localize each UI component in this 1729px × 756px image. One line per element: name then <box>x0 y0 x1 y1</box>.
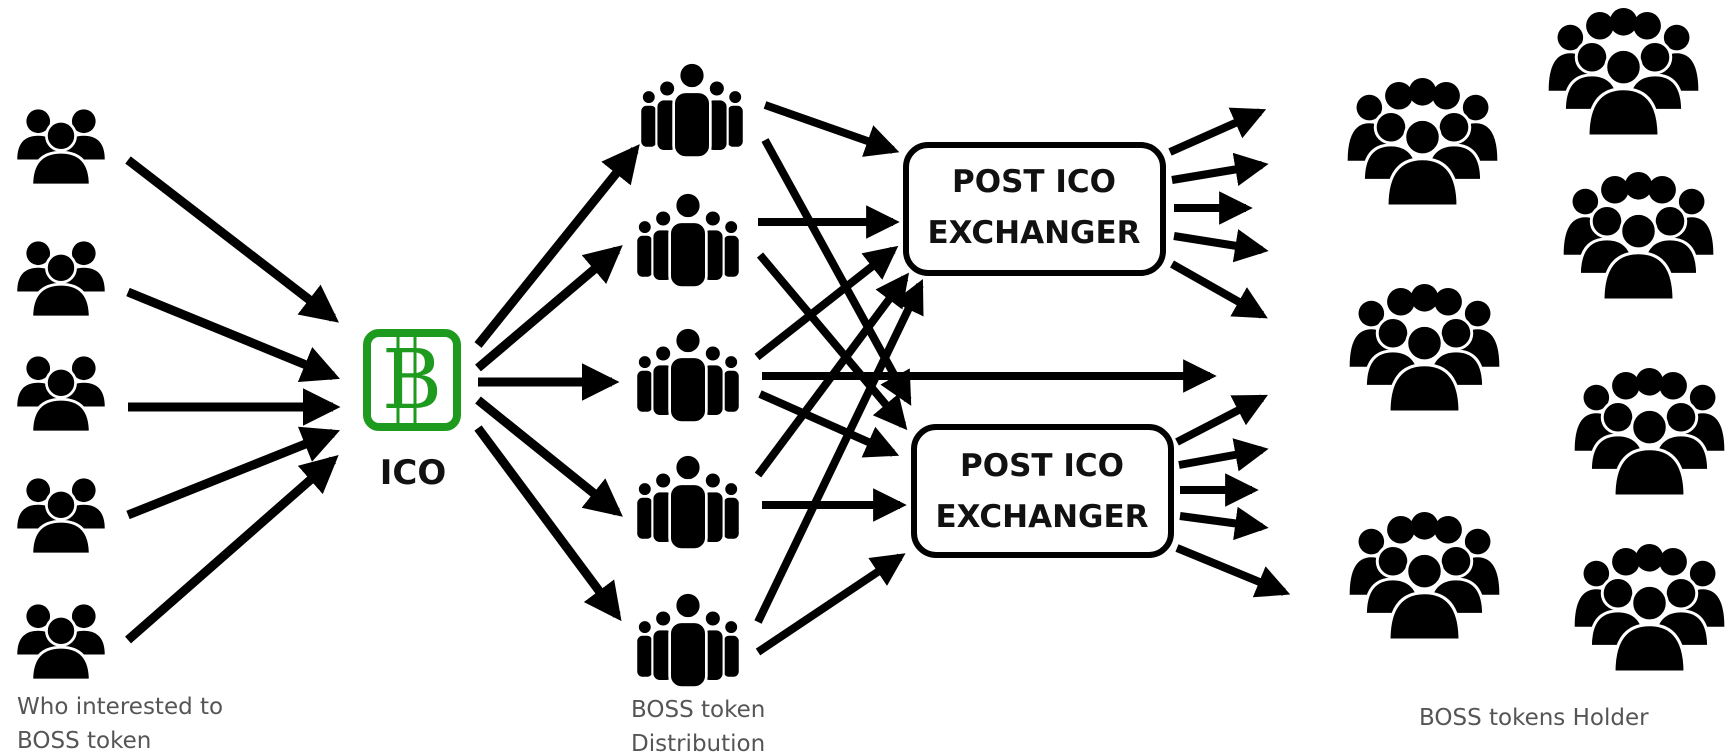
group-of-five-people-icon <box>639 61 745 158</box>
arrow <box>754 272 910 478</box>
arrow <box>475 245 623 372</box>
crowd-of-people-icon <box>1348 512 1501 640</box>
arrow <box>1170 260 1268 319</box>
exchanger-box-bottom: POST ICO EXCHANGER <box>911 424 1174 558</box>
ico-label: ICO <box>380 453 447 493</box>
group-of-five-people-icon <box>635 591 741 688</box>
arrow <box>474 425 622 622</box>
caption-distribution-line2: Distribution <box>631 731 765 756</box>
crowd-of-people-icon <box>1346 78 1499 206</box>
group-of-three-people-icon <box>15 239 107 317</box>
arrow <box>1179 506 1269 541</box>
arrow <box>475 396 623 517</box>
exchanger-top-line1: POST ICO <box>952 164 1116 200</box>
crowd-of-people-icon <box>1547 8 1700 136</box>
arrow <box>756 252 908 431</box>
group-of-three-people-icon <box>15 602 107 680</box>
arrow <box>1175 394 1268 446</box>
arrows-from-ico <box>474 144 640 622</box>
caption-holders: BOSS tokens Holder <box>1419 705 1649 731</box>
arrow <box>1171 152 1269 186</box>
caption-interested-line1: Who interested to <box>17 694 223 720</box>
caption-interested-line2: BOSS token <box>17 728 151 754</box>
bitcoin-b-glyph: B <box>382 333 442 428</box>
exchanger-box-top: POST ICO EXCHANGER <box>903 142 1166 276</box>
arrow <box>1173 229 1269 263</box>
arrow <box>125 455 339 644</box>
ico-logo: B <box>363 329 461 431</box>
group-of-five-people-icon <box>635 191 741 288</box>
arrow <box>754 245 899 361</box>
group-of-three-people-icon <box>15 354 107 432</box>
arrows-to-exchangers <box>754 101 1217 656</box>
group-of-three-people-icon <box>15 107 107 185</box>
arrow <box>754 278 924 624</box>
exchanger-bottom-line1: POST ICO <box>960 448 1124 484</box>
arrow <box>755 553 906 656</box>
arrows-to-holders <box>1168 107 1291 598</box>
crowd-of-people-icon <box>1348 284 1501 412</box>
crowd-of-people-icon <box>1573 368 1726 496</box>
group-of-five-people-icon <box>635 453 741 550</box>
arrow <box>1178 438 1269 472</box>
exchanger-bottom-line2: EXCHANGER <box>935 499 1148 535</box>
caption-distribution-line1: BOSS token <box>631 697 765 723</box>
group-of-five-people-icon <box>635 326 741 423</box>
arrow <box>1168 107 1267 156</box>
arrow <box>758 390 900 458</box>
arrow <box>125 156 339 323</box>
arrow <box>1175 544 1291 598</box>
crowd-of-people-icon <box>1562 172 1715 300</box>
arrow <box>763 101 900 157</box>
arrow <box>126 426 341 520</box>
arrow <box>126 287 340 383</box>
arrow <box>474 144 640 348</box>
crowd-of-people-icon <box>1573 544 1726 672</box>
group-of-three-people-icon <box>15 476 107 554</box>
arrows-to-ico <box>125 156 341 644</box>
exchanger-top-line2: EXCHANGER <box>927 215 1140 251</box>
